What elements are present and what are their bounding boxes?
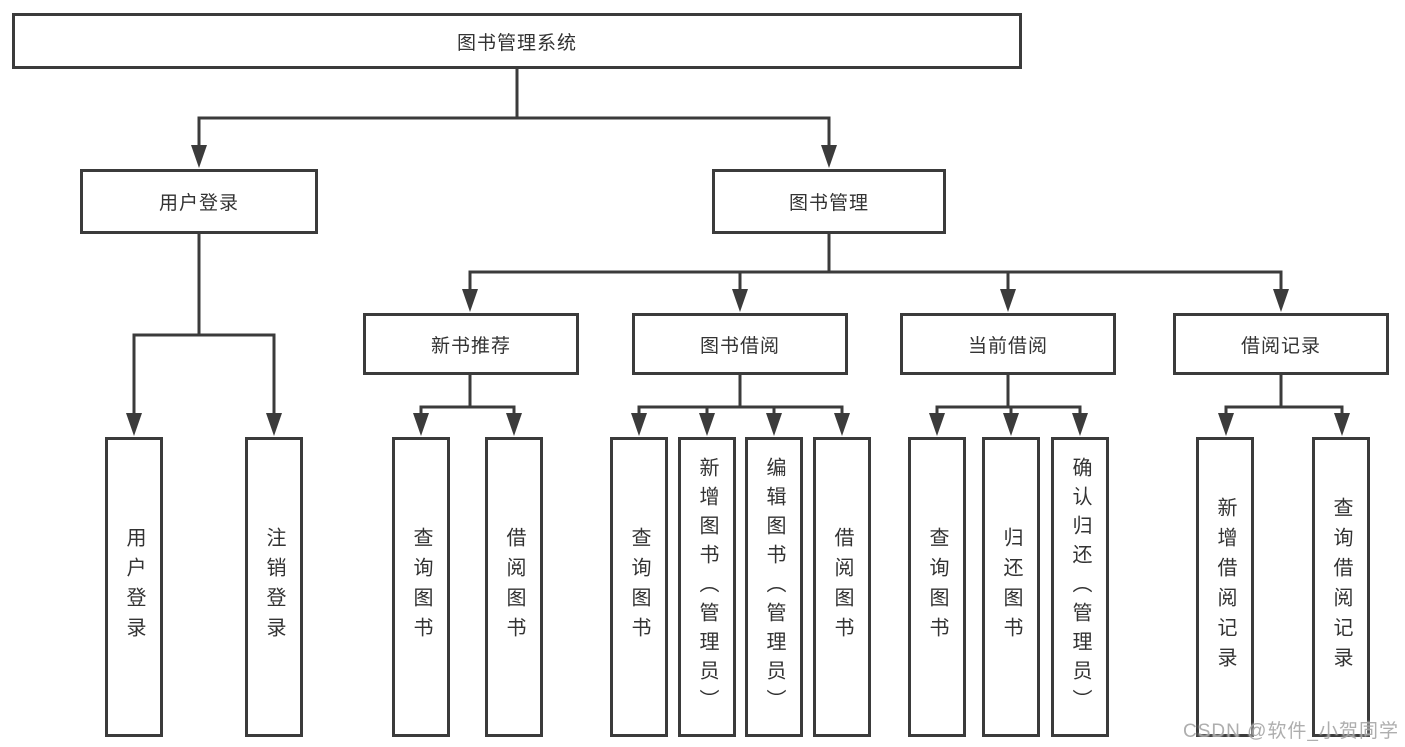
leaf-borrow-books-recommend: 借阅图书 xyxy=(485,437,543,737)
connector-user-login-group xyxy=(132,232,276,418)
leaf-query-borrow-record: 查询借阅记录 xyxy=(1312,437,1370,737)
node-user-login: 用户登录 xyxy=(80,169,318,234)
connector-leaf-groups xyxy=(419,373,1344,418)
node-label: 借阅记录 xyxy=(1240,335,1321,357)
connector-root-to-level2 xyxy=(197,67,831,150)
leaf-confirm-return-admin: 确认归还（管理员） xyxy=(1051,437,1109,737)
leaf-add-book-admin: 新增图书（管理员） xyxy=(678,437,736,737)
leaf-return-book: 归还图书 xyxy=(982,437,1040,737)
node-new-book-recommendation: 新书推荐 xyxy=(363,313,579,375)
node-book-borrowing: 图书借阅 xyxy=(632,313,848,375)
arrowheads-leaf-groups xyxy=(413,413,1350,436)
node-borrowing-records: 借阅记录 xyxy=(1173,313,1389,375)
arrowheads-level3 xyxy=(462,289,1289,312)
leaf-borrow-books: 借阅图书 xyxy=(813,437,871,737)
node-label: 图书管理 xyxy=(788,193,869,214)
leaf-edit-book-admin: 编辑图书（管理员） xyxy=(745,437,803,737)
leaf-add-borrow-record: 新增借阅记录 xyxy=(1196,437,1254,737)
node-label: 图书借阅 xyxy=(699,335,780,357)
node-label: 用户登录 xyxy=(158,193,239,214)
leaf-query-books-current: 查询图书 xyxy=(908,437,966,737)
arrowheads-level2 xyxy=(191,145,837,168)
node-library-management-system: 图书管理系统 xyxy=(12,13,1022,69)
connector-book-management-to-level3 xyxy=(468,232,1283,294)
leaf-query-books-recommend: 查询图书 xyxy=(392,437,450,737)
arrowheads-user-login-group xyxy=(126,413,282,436)
node-current-borrowing: 当前借阅 xyxy=(900,313,1116,375)
node-book-management: 图书管理 xyxy=(712,169,946,234)
leaf-logout: 注销登录 xyxy=(245,437,303,737)
leaf-query-books-borrow: 查询图书 xyxy=(610,437,668,737)
leaf-user-login: 用户登录 xyxy=(105,437,163,737)
node-label: 当前借阅 xyxy=(967,335,1048,357)
node-label: 新书推荐 xyxy=(430,335,511,357)
csdn-watermark: CSDN @软件_小贺同学 xyxy=(1183,721,1399,742)
node-label: 图书管理系统 xyxy=(456,32,577,54)
